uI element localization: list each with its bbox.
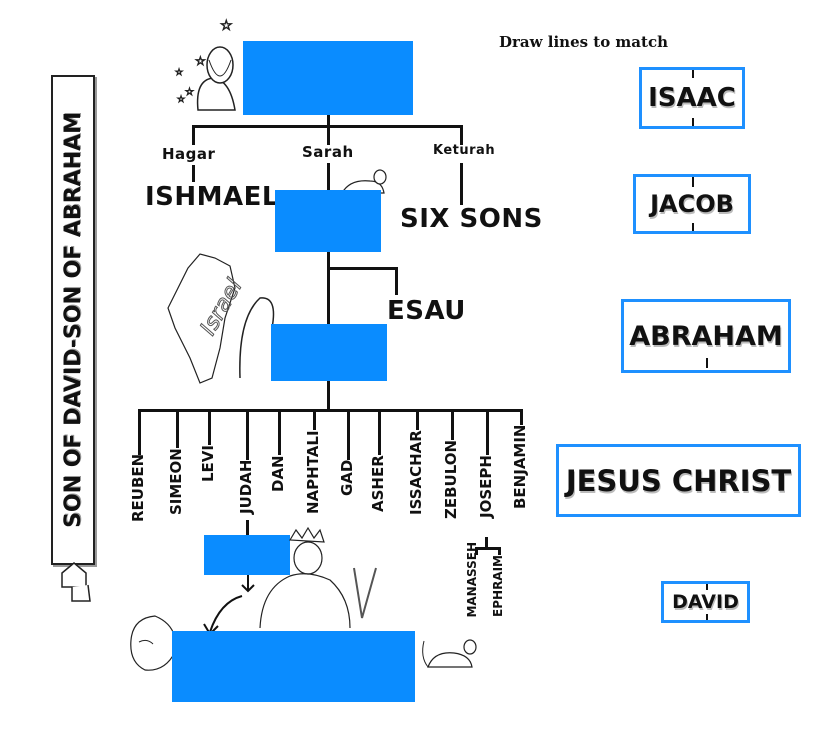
tribe-gad: GAD [338, 460, 356, 497]
option-label: ABRAHAM [629, 320, 783, 352]
son-manasseh: MANASSEH [465, 542, 479, 618]
tribe-connector-line [416, 409, 419, 430]
blank-box-jacob[interactable] [271, 324, 387, 381]
arrow-down-icon [241, 575, 255, 593]
esau-label: ESAU [387, 296, 466, 326]
svg-text:☆: ☆ [195, 54, 206, 68]
wife-sarah: Sarah [302, 143, 354, 161]
tribe-naphtali: NAPHTALI [304, 430, 322, 514]
tribe-connector-line [208, 409, 211, 445]
svg-text:☆: ☆ [177, 95, 185, 105]
tribe-judah: JUDAH [237, 460, 255, 515]
tribe-connector-line [486, 409, 489, 455]
tribe-connector-line [176, 409, 179, 448]
instruction-title: Draw lines to match [499, 33, 668, 51]
lamb-icon [340, 169, 387, 194]
wife-keturah: Keturah [433, 143, 496, 158]
tribe-levi: LEVI [199, 445, 217, 482]
tribe-zebulon: ZEBULON [442, 440, 460, 520]
tribe-connector-line [278, 409, 281, 455]
tribe-dan: DAN [269, 455, 287, 492]
blank-box-jesus-christ[interactable] [172, 631, 415, 702]
tribe-connector-line [520, 409, 523, 425]
tribe-connector-line [138, 409, 141, 455]
tribe-connector-line [246, 409, 249, 460]
six-sons-label: SIX SONS [400, 204, 543, 234]
option-jacob[interactable]: JACOB [633, 174, 751, 234]
option-jesus-christ[interactable]: JESUS CHRIST [556, 444, 801, 517]
option-label: JESUS CHRIST [565, 463, 792, 498]
tribes-connector [138, 409, 520, 412]
tribe-benjamin: BENJAMIN [511, 425, 529, 510]
option-label: DAVID [672, 591, 739, 613]
svg-text:☆: ☆ [185, 87, 194, 98]
wife-hagar: Hagar [162, 145, 216, 163]
tribe-connector-line [451, 409, 454, 440]
blank-box-isaac[interactable] [275, 190, 381, 252]
abraham-portrait-icon: ☆ ☆ ☆ ☆ ☆ [175, 18, 236, 111]
tribe-connector-line [313, 409, 316, 430]
svg-text:☆: ☆ [175, 68, 183, 78]
tribe-reuben: REUBEN [129, 453, 147, 522]
tribe-connector-line [378, 409, 381, 455]
blank-box-david[interactable] [204, 535, 290, 575]
option-label: ISAAC [648, 83, 736, 113]
option-label: JACOB [650, 190, 734, 218]
son-ephraim: EPHRAIM [491, 555, 505, 617]
tribe-asher: ASHER [369, 455, 387, 512]
side-banner: SON OF DAVID-SON OF ABRAHAM [51, 75, 95, 565]
tribe-joseph: JOSEPH [477, 455, 495, 518]
svg-text:☆: ☆ [220, 18, 233, 34]
israel-map-icon: Israel [167, 253, 275, 384]
option-isaac[interactable]: ISAAC [639, 67, 745, 129]
blank-box-abraham[interactable] [243, 41, 413, 115]
tribe-issachar: ISSACHAR [407, 430, 425, 515]
lamb-cross-icon [422, 639, 477, 668]
tribe-connector-line [347, 409, 350, 460]
king-david-icon [259, 526, 377, 629]
option-david[interactable]: DAVID [661, 581, 750, 623]
ishmael-label: ISHMAEL [145, 182, 279, 212]
banner-text: SON OF DAVID-SON OF ABRAHAM [60, 112, 86, 528]
option-abraham[interactable]: ABRAHAM [621, 299, 791, 373]
banner-scroll-icon [61, 562, 91, 602]
tribe-simeon: SIMEON [167, 448, 185, 515]
